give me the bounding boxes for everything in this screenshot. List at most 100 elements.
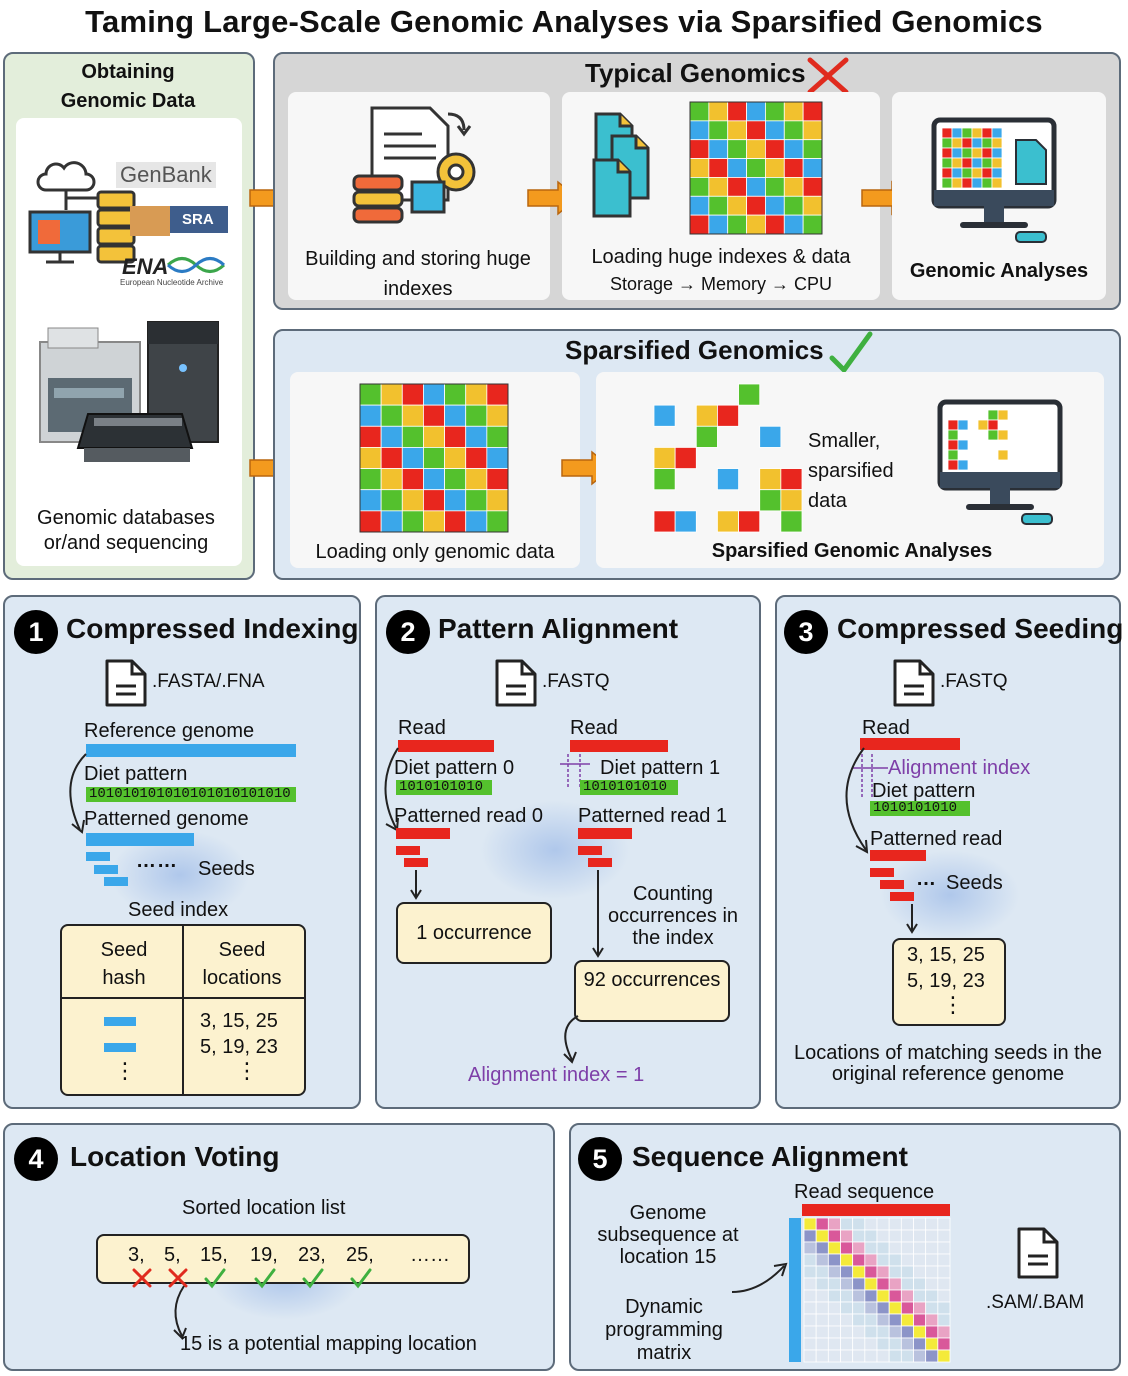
monitor-cell — [971, 147, 983, 159]
sparse-cell — [780, 510, 803, 533]
s3-caption: Locations of matching seeds in the origi… — [794, 1042, 1102, 1085]
dp-cell — [815, 1301, 829, 1315]
diet1-bits: 1010101010 — [580, 780, 678, 795]
dp-cell — [876, 1337, 890, 1351]
s3-seed-dots: … — [916, 868, 936, 890]
dp-cell — [827, 1241, 841, 1255]
pread1-seed2 — [588, 858, 612, 867]
grid-cell — [783, 120, 804, 141]
dp-cell — [852, 1229, 866, 1243]
dp-cell — [864, 1277, 878, 1291]
grid-cell — [746, 158, 766, 178]
genome-subsequence-bar — [789, 1218, 801, 1362]
dp-cell — [815, 1337, 829, 1351]
dp-cell — [925, 1277, 939, 1291]
grid-cell — [765, 214, 785, 235]
section3-file: .FASTQ — [940, 671, 1008, 692]
dp-cell — [888, 1301, 902, 1315]
grid-cell — [444, 510, 467, 533]
dp-cell — [913, 1265, 927, 1279]
dp-cell — [937, 1265, 951, 1279]
diet-pattern-label: Diet pattern — [84, 763, 188, 785]
seed-index-label: Seed index — [128, 899, 229, 921]
sparse-cell — [759, 425, 782, 448]
sparsified-step1-label: Loading only genomic data — [315, 541, 555, 563]
typical-title: Typical Genomics — [585, 58, 806, 88]
section2-panel — [375, 595, 761, 1109]
sam-bam-label: .SAM/.BAM — [986, 1292, 1085, 1313]
dp-cell — [803, 1289, 817, 1303]
monitor-sparse-icon — [937, 399, 1063, 525]
section1-file: .FASTA/.FNA — [152, 671, 265, 692]
check-mark-icon — [204, 1268, 226, 1289]
s3-pread-label: Patterned read — [870, 828, 1003, 850]
typical-data-grid — [689, 101, 823, 235]
dp-cell — [840, 1229, 854, 1243]
dp-cell — [925, 1265, 939, 1279]
monitor-cell — [941, 137, 953, 149]
curve-arrow-4 — [173, 1285, 187, 1340]
dp-cell — [925, 1229, 939, 1243]
dp-cell — [827, 1265, 841, 1279]
grid-cell — [783, 177, 804, 197]
dp-cell — [852, 1349, 866, 1363]
seed-bar-2 — [94, 865, 118, 874]
col-seed-hash: Seed hash — [100, 939, 148, 989]
read0-bar — [398, 740, 494, 752]
sparsified-step2-label: Sparsified Genomic Analyses — [711, 540, 993, 562]
dp-cell — [888, 1217, 902, 1231]
pread0-seed1 — [396, 846, 420, 855]
monitor-cell — [991, 177, 1003, 189]
monitor-cell — [941, 167, 953, 179]
monitor-cell — [991, 127, 1003, 139]
arrow-down-2b — [592, 870, 604, 958]
monitor-cell — [981, 147, 993, 159]
dp-cell — [925, 1337, 939, 1351]
monitor-part — [984, 206, 1004, 224]
grid-cell — [380, 404, 403, 427]
read0-label: Read — [398, 717, 446, 739]
glow-2 — [480, 800, 630, 900]
monitor-cell — [987, 429, 999, 441]
dp-cell — [815, 1277, 829, 1291]
monitor-cell — [947, 449, 959, 461]
grid-cell — [486, 404, 509, 427]
s3-seed-1 — [870, 868, 894, 877]
sra-logo: SRA — [168, 206, 228, 233]
dna-helix-icon — [166, 257, 226, 273]
monitor-part — [960, 222, 1028, 228]
monitor-cell — [957, 459, 969, 471]
monitor-cell — [951, 177, 963, 189]
dp-cell — [913, 1217, 927, 1231]
dp-cell — [827, 1301, 841, 1315]
dp-cell — [803, 1241, 817, 1255]
typical-step2-label: Loading huge indexes & data — [591, 246, 851, 268]
loc-dots: ⋮ — [236, 1058, 258, 1083]
s3-shift-marker — [852, 754, 888, 798]
sparse-cell — [653, 468, 676, 491]
cross-mark-icon — [168, 1268, 188, 1288]
grid-cell — [401, 425, 424, 448]
monitor-cell — [961, 177, 973, 189]
vote-marks — [132, 1268, 372, 1289]
dp-cell — [852, 1265, 866, 1279]
section4-title: Location Voting — [70, 1141, 280, 1172]
grid-cell — [401, 404, 424, 427]
monitor-cell — [981, 127, 993, 139]
grid-cell — [359, 510, 382, 533]
ena-logo: ENA — [122, 254, 169, 279]
dp-cell — [803, 1301, 817, 1315]
monitor-cell — [971, 157, 983, 169]
dp-cell — [900, 1337, 914, 1351]
file-icon-sam — [1017, 1227, 1059, 1279]
monitor-part — [934, 190, 1054, 206]
dp-cell — [900, 1217, 914, 1231]
monitor-cell — [961, 157, 973, 169]
dp-cell — [888, 1349, 902, 1363]
patterned-genome-label: Patterned genome — [84, 808, 249, 830]
grid-cell — [380, 489, 403, 512]
grid-cell — [444, 404, 467, 427]
dp-matrix — [803, 1217, 951, 1363]
check-mark-icon — [254, 1268, 276, 1289]
dp-cell — [803, 1217, 817, 1231]
